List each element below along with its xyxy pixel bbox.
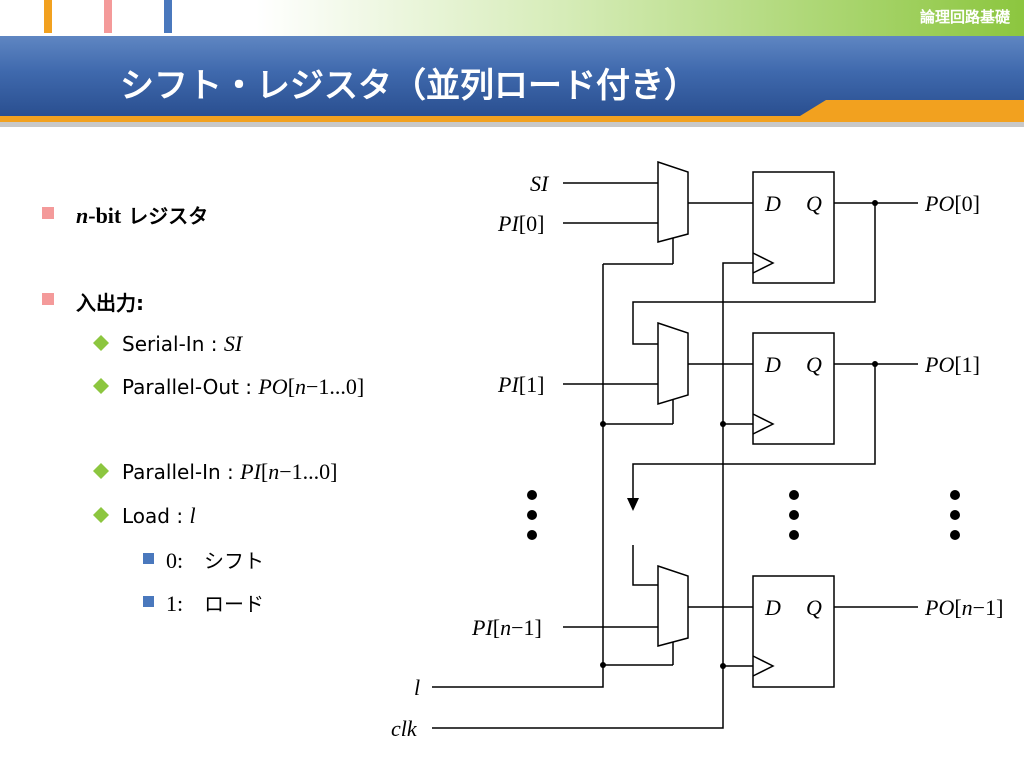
small-square-bullet-icon: [143, 596, 154, 607]
small-square-bullet-icon: [143, 553, 154, 564]
label-po-n-1: PO[n−1]: [924, 595, 1003, 620]
label-pi-n-1: PI[n−1]: [471, 615, 542, 640]
parallel-in-n: n: [268, 459, 280, 484]
load-0-text: シフト: [204, 549, 264, 573]
accent-tick-blue: [164, 0, 172, 33]
parallel-out-range-rest: −1...0]: [306, 374, 365, 399]
junction-dot: [872, 200, 878, 206]
ff0-d: D: [764, 191, 781, 216]
load-symbol: l: [189, 503, 196, 528]
ff0-q: Q: [806, 191, 822, 216]
load-0-num: 0:: [166, 548, 184, 573]
bullet-nbit-text: -bit: [88, 203, 122, 228]
accent-tick-pink: [104, 0, 112, 33]
parallel-in-range-open: [: [260, 459, 269, 484]
slide-title: シフト・レジスタ（並列ロード付き）: [120, 66, 698, 106]
course-title: 論理回路基礎: [919, 8, 1010, 26]
ellipsis-dot: [950, 530, 960, 540]
accent-tick-orange: [44, 0, 52, 33]
bullet-parallel-out: Parallel-Out : PO[n−1...0]: [122, 374, 364, 400]
ellipsis-dot: [527, 510, 537, 520]
diamond-bullet-icon: [93, 335, 109, 351]
load-label: Load :: [122, 504, 190, 528]
ffn-d: D: [764, 595, 781, 620]
parallel-out-label: Parallel-Out :: [122, 375, 259, 399]
label-l: l: [414, 675, 420, 700]
diamond-bullet-icon: [93, 378, 109, 394]
ff1-d: D: [764, 352, 781, 377]
mux-n-1: [657, 564, 689, 647]
label-clk: clk: [391, 716, 418, 741]
clock-edge-icon: [752, 655, 775, 677]
label-po0: PO[0]: [924, 191, 980, 216]
label-pi0: PI[0]: [497, 211, 544, 236]
ffn-q: Q: [806, 595, 822, 620]
bullet-square-icon: [42, 293, 54, 305]
flip-flop-1: [752, 332, 835, 445]
ellipsis-dot: [789, 510, 799, 520]
bullet-load: Load : l: [122, 503, 196, 529]
junction-dot: [720, 663, 726, 669]
load-1-num: 1:: [166, 591, 184, 616]
mux-0: [657, 160, 689, 243]
ellipsis-dot: [527, 490, 537, 500]
bullet-nbit-jp: レジスタ: [121, 204, 209, 228]
parallel-in-symbol: PI: [240, 459, 261, 484]
diamond-bullet-icon: [93, 507, 109, 523]
arrow-down-icon: [627, 498, 639, 511]
parallel-in-label: Parallel-In :: [122, 460, 241, 484]
bullet-nbit-n: n: [76, 203, 89, 228]
parallel-out-symbol: PO: [258, 374, 288, 399]
ellipsis-dot: [527, 530, 537, 540]
ff1-q: Q: [806, 352, 822, 377]
junction-dot: [872, 361, 878, 367]
bullet-load-1: 1: ロード: [166, 588, 264, 617]
flip-flop-n-1: [752, 575, 835, 688]
flip-flop-0: [752, 171, 835, 284]
parallel-out-range-open: [: [287, 374, 296, 399]
ellipsis-dot: [789, 530, 799, 540]
bullet-nbit: n-bit レジスタ: [76, 200, 208, 229]
serial-in-symbol: SI: [223, 331, 243, 356]
bullet-serial-in: Serial-In : SI: [122, 331, 242, 357]
title-underline: [0, 100, 1024, 127]
parallel-in-range-rest: −1...0]: [279, 459, 338, 484]
clock-edge-icon: [752, 252, 775, 274]
ellipsis-dot: [950, 510, 960, 520]
bullet-parallel-in: Parallel-In : PI[n−1...0]: [122, 459, 337, 485]
parallel-out-n: n: [295, 374, 307, 399]
serial-in-label: Serial-In :: [122, 332, 224, 356]
junction-dot: [600, 662, 606, 668]
ellipsis-dot: [950, 490, 960, 500]
load-1-text: ロード: [204, 592, 264, 616]
bullet-square-icon: [42, 207, 54, 219]
clock-edge-icon: [752, 413, 775, 435]
bullet-load-0: 0: シフト: [166, 545, 264, 574]
label-pi1: PI[1]: [497, 372, 544, 397]
junction-dot: [600, 421, 606, 427]
diamond-bullet-icon: [93, 463, 109, 479]
ellipsis-dot: [789, 490, 799, 500]
label-po1: PO[1]: [924, 352, 980, 377]
bullet-io: 入出力:: [76, 291, 144, 315]
junction-dot: [720, 421, 726, 427]
label-si: SI: [530, 171, 550, 196]
mux-1: [657, 321, 689, 406]
